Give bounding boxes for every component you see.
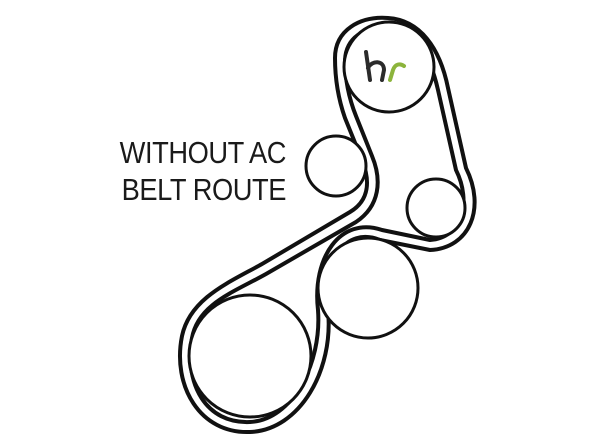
belt-outer-line — [178, 15, 477, 435]
idler-pulley-right — [405, 177, 467, 239]
top-pulley — [342, 20, 436, 114]
hr-logo — [364, 50, 406, 82]
crankshaft-pulley — [187, 293, 313, 419]
center-pulley — [316, 236, 420, 340]
logo-r-accent — [388, 62, 406, 82]
idler-pulley-left — [304, 134, 368, 198]
title-line-1: WITHOUT AC — [119, 135, 287, 170]
diagram-title: WITHOUT AC BELT ROUTE — [119, 134, 287, 208]
logo-h-arch — [366, 60, 386, 82]
title-line-2: BELT ROUTE — [121, 172, 287, 207]
